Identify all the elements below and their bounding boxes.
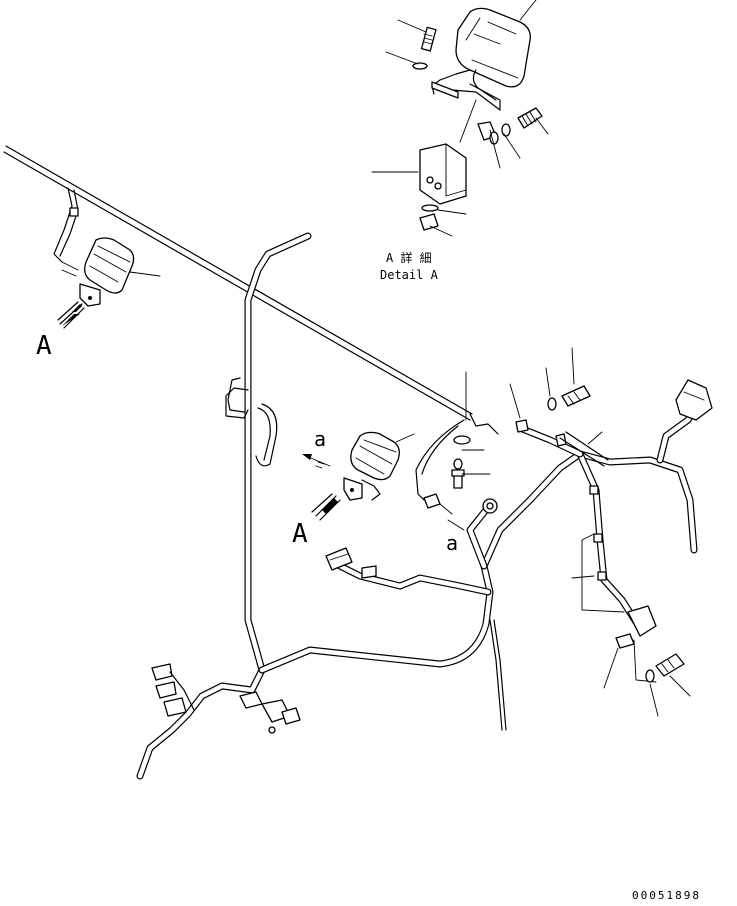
drawing-number: 00051898 xyxy=(632,889,701,902)
detail-nut xyxy=(419,204,439,231)
detail-washer-top xyxy=(412,62,428,70)
left-harness xyxy=(136,232,312,780)
detail-bolt-right xyxy=(489,107,543,145)
detail-title-en: Detail A xyxy=(380,268,439,282)
view-label-a-center: A xyxy=(292,519,308,549)
main-harness xyxy=(258,396,704,731)
detail-lamp xyxy=(455,7,531,101)
harness-connectors xyxy=(325,379,713,637)
bottom-left-connectors xyxy=(151,663,301,734)
rod-bolt-group: a xyxy=(415,371,491,555)
detail-title-jp: A 詳 細 xyxy=(386,250,432,265)
center-lamp: a xyxy=(302,427,415,501)
right-bottom-bracket xyxy=(571,533,691,717)
left-lamp xyxy=(53,187,161,307)
sub-label-a-lower: a xyxy=(446,531,458,555)
right-bolt-group xyxy=(509,347,609,467)
sub-label-a-center: a xyxy=(314,427,326,451)
detail-bolt-top xyxy=(420,26,437,52)
view-arrow-left: A xyxy=(36,301,85,361)
detail-cable xyxy=(431,69,501,111)
detail-a-assembly: A 詳 細 Detail A xyxy=(371,0,549,282)
view-label-a-left: A xyxy=(36,331,52,361)
detail-bracket xyxy=(419,143,467,205)
detail-leaders xyxy=(371,0,549,237)
view-arrow-center: A xyxy=(292,493,341,549)
main-rod xyxy=(3,145,499,435)
